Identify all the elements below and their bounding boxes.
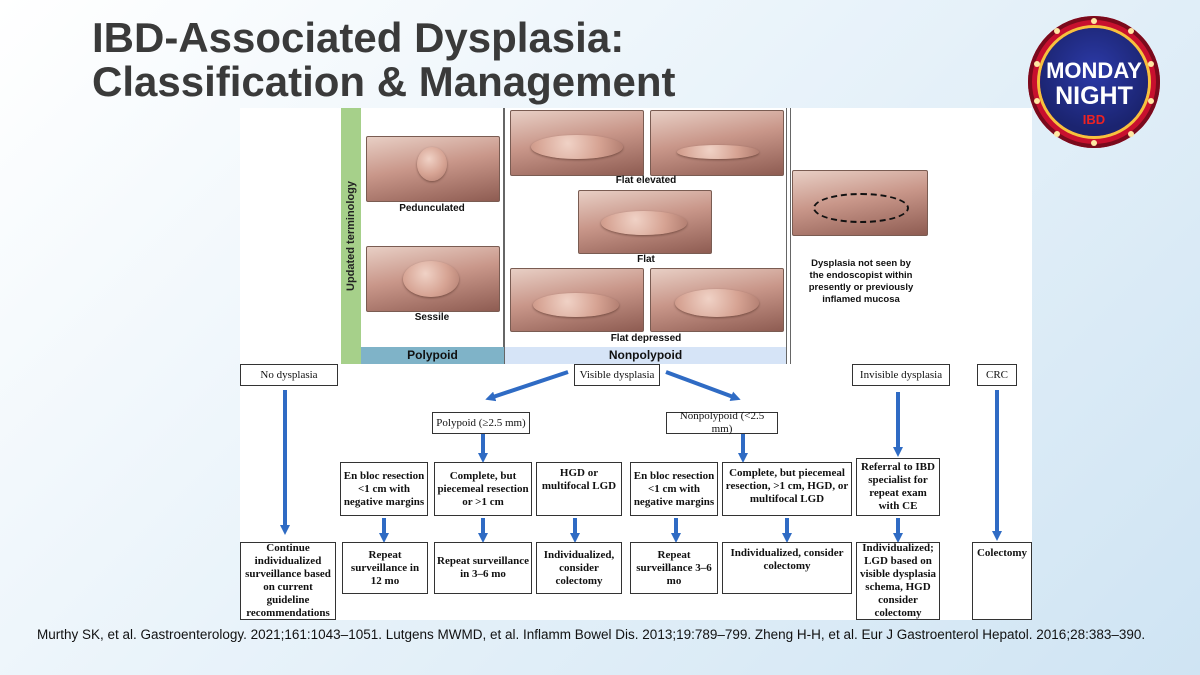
divider-polypoid-nonpolypoid [503, 108, 505, 364]
title-line-1: IBD-Associated Dysplasia: [92, 14, 625, 61]
invisible-dysplasia-description: Dysplasia not seen by the endoscopist wi… [808, 258, 914, 305]
arrow-to-polypoid [485, 370, 569, 402]
flat-label: Flat [637, 254, 655, 265]
pol-en-bloc-box: En bloc resection <1 cm with negative ma… [340, 462, 428, 516]
pol-hgd-box: HGD or multifocal LGD [536, 462, 622, 516]
logo-word-ibd: IBD [1082, 112, 1106, 127]
logo-bulb [1054, 28, 1060, 34]
logo-bulb [1128, 28, 1134, 34]
polypoid-category-bar: Polypoid [361, 347, 504, 364]
pol-piecemeal-box: Complete, but piecemeal resection or >1 … [434, 462, 532, 516]
polypoid-branch-box: Polypoid (≥2.5 mm) [432, 412, 530, 434]
flat-depressed-lesion [533, 293, 619, 317]
flat-elevated-image-2 [650, 110, 784, 176]
flowchart-arrows [280, 370, 1002, 543]
flat-elevated-lesion [531, 135, 623, 159]
repeat-3-6a-box: Repeat surveillance in 3–6 mo [434, 542, 532, 594]
divider-nonpolypoid-invisible [786, 108, 787, 364]
flat-elevated-label: Flat elevated [615, 175, 677, 186]
flat-depressed-label: Flat depressed [610, 333, 682, 344]
invisible-dysplasia-box: Invisible dysplasia [852, 364, 950, 386]
citation: Murthy SK, et al. Gastroenterology. 2021… [37, 627, 1146, 642]
logo-bulb [1091, 18, 1097, 24]
logo-inner-disc: MONDAY NIGHT IBD [1040, 28, 1148, 136]
management-flowchart: No dysplasia Visible dysplasia Invisible… [240, 364, 1032, 620]
repeat-3-6b-box: Repeat surveillance 3–6 mo [630, 542, 718, 594]
slide-title: IBD-Associated Dysplasia: Classification… [92, 16, 675, 104]
individualized-colectomy-b-box: Individualized, consider colectomy [722, 542, 852, 594]
logo-word-night: NIGHT [1055, 82, 1133, 110]
flat-lesion [601, 211, 687, 235]
flat-elevated-image-1 [510, 110, 644, 176]
no-dysplasia-box: No dysplasia [240, 364, 338, 386]
pedunculated-label: Pedunculated [399, 203, 465, 214]
logo-bulb [1148, 98, 1154, 104]
logo-bulb [1054, 131, 1060, 137]
crc-box: CRC [977, 364, 1017, 386]
nonpolypoid-category-bar: Nonpolypoid [505, 347, 786, 364]
pedunculated-polyp [417, 147, 447, 181]
logo-bulb [1128, 131, 1134, 137]
flat-depressed-image-2 [650, 268, 784, 332]
nonpolypoid-branch-box: Nonpolypoid (<2.5 mm) [666, 410, 778, 435]
individualized-colectomy-a-box: Individualized, consider colectomy [536, 542, 622, 594]
logo-bulb [1034, 61, 1040, 67]
sessile-label: Sessile [414, 312, 450, 323]
individualized-lgd-box: Individualized; LGD based on visible dys… [856, 542, 940, 620]
sessile-polyp [403, 261, 459, 297]
visible-dysplasia-box: Visible dysplasia [574, 364, 660, 386]
updated-terminology-label: Updated terminology [345, 180, 357, 291]
dashed-outline [813, 193, 909, 223]
monday-night-ibd-logo: MONDAY NIGHT IBD [1028, 16, 1160, 148]
flat-depressed-lesion [675, 289, 759, 317]
sessile-image [366, 246, 500, 312]
continue-surveillance-box: Continue individualized surveillance bas… [240, 542, 336, 620]
terminology-strip [341, 108, 361, 364]
referral-box: Referral to IBD specialist for repeat ex… [856, 458, 940, 516]
flat-image [578, 190, 712, 254]
non-piecemeal-box: Complete, but piecemeal resection, >1 cm… [722, 462, 852, 516]
logo-word-monday: MONDAY [1046, 58, 1142, 83]
arrow-to-nonpolypoid [665, 370, 741, 401]
repeat-12-box: Repeat surveillance in 12 mo [342, 542, 428, 594]
invisible-dysplasia-image [792, 170, 928, 236]
flat-elevated-lesion [677, 145, 759, 159]
title-line-2: Classification & Management [92, 58, 676, 105]
divider-nonpolypoid-invisible-2 [790, 108, 791, 364]
logo-bulb [1148, 61, 1154, 67]
flat-depressed-image-1 [510, 268, 644, 332]
logo-bulb [1091, 140, 1097, 146]
colectomy-box: Colectomy [972, 542, 1032, 620]
logo-bulb [1034, 98, 1040, 104]
pedunculated-image [366, 136, 500, 202]
non-en-bloc-box: En bloc resection <1 cm with negative ma… [630, 462, 718, 516]
